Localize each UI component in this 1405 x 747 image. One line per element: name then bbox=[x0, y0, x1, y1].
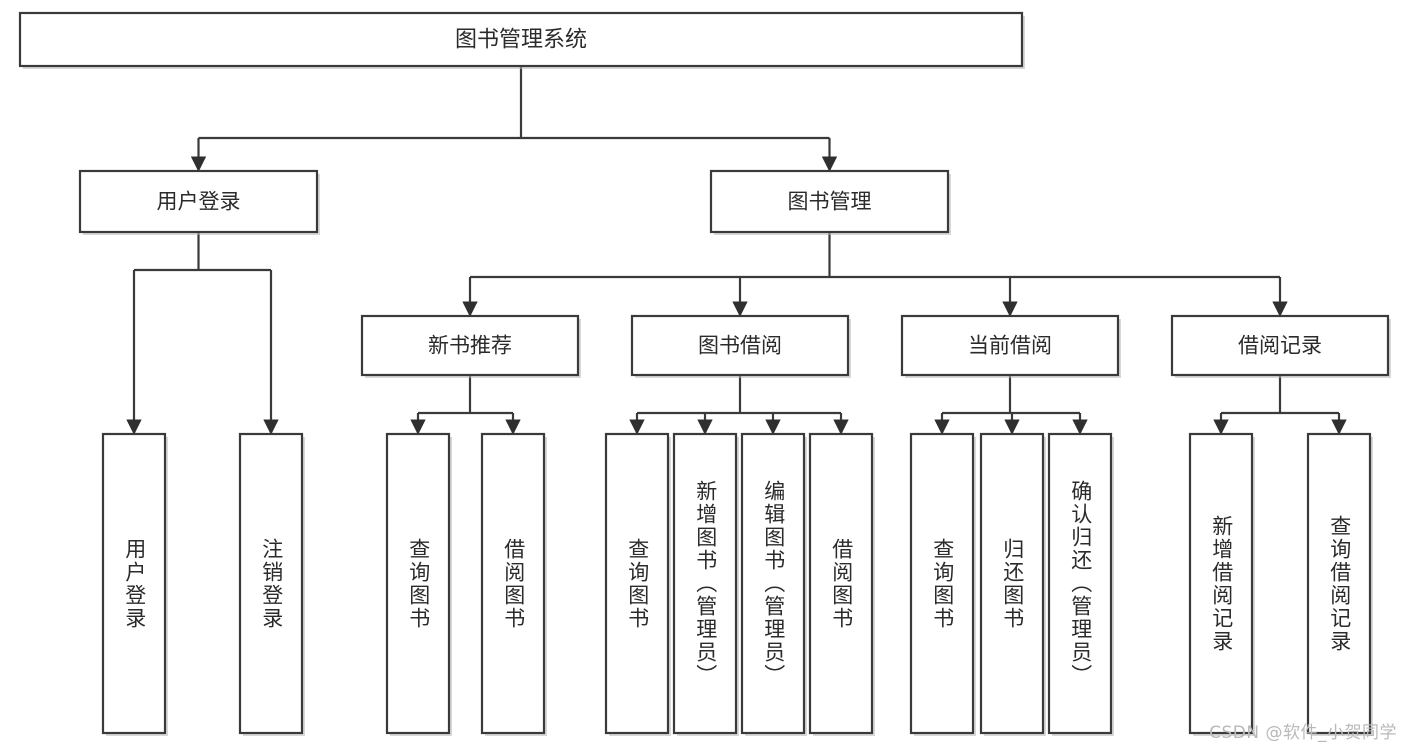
leaf-leaf-query-book-2[interactable] bbox=[604, 432, 671, 736]
connector-layer bbox=[126, 66, 1347, 435]
node-book-manage-label: 图书管理 bbox=[788, 190, 872, 214]
node-book-borrow[interactable]: 图书借阅 bbox=[630, 314, 851, 378]
node-book-manage[interactable]: 图书管理 bbox=[709, 169, 951, 235]
leaf-leaf-return-book[interactable] bbox=[979, 432, 1046, 736]
leaf-leaf-add-record[interactable] bbox=[1188, 432, 1255, 736]
node-root-label: 图书管理系统 bbox=[455, 28, 587, 53]
node-user-login[interactable]: 用户登录 bbox=[78, 169, 320, 235]
node-new-book-rec-label: 新书推荐 bbox=[428, 334, 512, 358]
node-current-borrow[interactable]: 当前借阅 bbox=[900, 314, 1121, 378]
leaf-leaf-query-book-3[interactable] bbox=[909, 432, 976, 736]
leaf-leaf-query-record[interactable] bbox=[1306, 432, 1373, 736]
leaf-leaf-edit-book[interactable] bbox=[740, 432, 807, 736]
node-borrow-record-label: 借阅记录 bbox=[1238, 334, 1322, 358]
leaf-leaf-add-book[interactable] bbox=[672, 432, 739, 736]
node-new-book-rec[interactable]: 新书推荐 bbox=[360, 314, 581, 378]
leaf-leaf-borrow-book-1[interactable] bbox=[480, 432, 547, 736]
node-current-borrow-label: 当前借阅 bbox=[968, 334, 1052, 358]
leaf-leaf-borrow-book-2[interactable] bbox=[808, 432, 875, 736]
leaf-leaf-user-login[interactable] bbox=[101, 432, 168, 736]
node-user-login-label: 用户登录 bbox=[157, 190, 241, 214]
leaf-leaf-query-book-1[interactable] bbox=[385, 432, 452, 736]
node-root[interactable]: 图书管理系统 bbox=[18, 11, 1025, 69]
node-borrow-record[interactable]: 借阅记录 bbox=[1170, 314, 1391, 378]
node-book-borrow-label: 图书借阅 bbox=[698, 334, 782, 358]
leaf-leaf-user-logout[interactable] bbox=[238, 432, 305, 736]
leaf-leaf-confirm-return[interactable] bbox=[1047, 432, 1114, 736]
